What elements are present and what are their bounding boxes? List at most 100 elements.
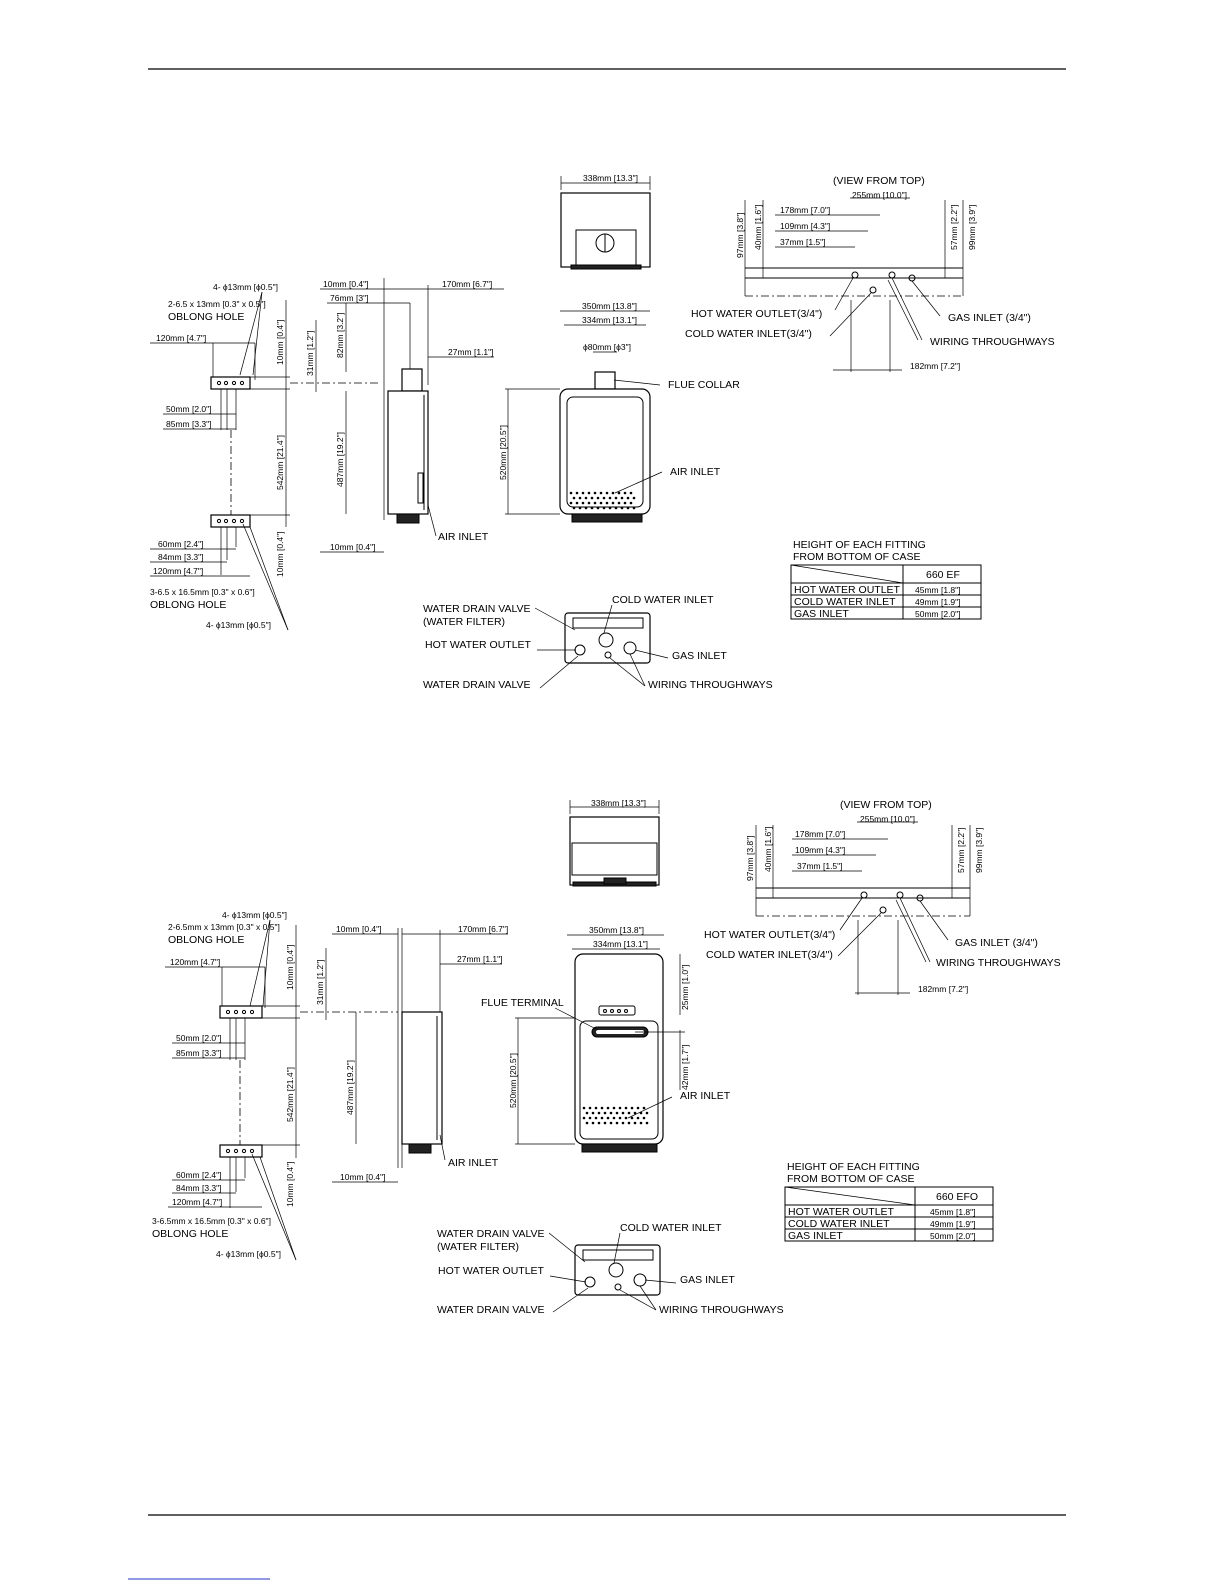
diagram-660-ef: 338mm [13.3"] (VIEW FROM TOP) 255mm [10.… bbox=[150, 173, 1055, 691]
side-dim-170: 170mm [6.7"] bbox=[458, 924, 508, 934]
vent-hole bbox=[615, 1111, 619, 1115]
dim-109: 109mm [4.3"] bbox=[780, 221, 830, 231]
bottom-hot-outlet-label: HOT WATER OUTLET bbox=[425, 639, 532, 651]
table-title-line1: HEIGHT OF EACH FITTING bbox=[787, 1161, 920, 1173]
table-title-line1: HEIGHT OF EACH FITTING bbox=[793, 539, 926, 551]
table-title-line2: FROM BOTTOM OF CASE bbox=[787, 1173, 915, 1185]
vent-hole bbox=[605, 491, 609, 495]
side-dim-31: 31mm [1.2"] bbox=[305, 330, 315, 376]
dim-40: 40mm [1.6"] bbox=[753, 204, 763, 250]
vent-hole bbox=[591, 1121, 595, 1125]
bracket-dim-120-top: 120mm [4.7"] bbox=[170, 957, 220, 967]
dim-255: 255mm [10.0"] bbox=[852, 190, 907, 200]
table-row-hot-value: 45mm [1.8"] bbox=[930, 1207, 976, 1217]
bottom-gas-inlet-label: GAS INLET bbox=[680, 1274, 735, 1286]
vent-hole bbox=[575, 491, 579, 495]
vent-hole bbox=[597, 1111, 601, 1115]
unit-top-view: 338mm [13.3"] bbox=[560, 173, 651, 270]
table-row-cold-value: 49mm [1.9"] bbox=[930, 1219, 976, 1229]
vent-hole bbox=[609, 1111, 613, 1115]
dim-97: 97mm [3.8"] bbox=[735, 212, 745, 258]
vent-hole bbox=[630, 1116, 634, 1120]
bottom-gas-inlet-label: GAS INLET bbox=[672, 650, 727, 662]
vent-hole bbox=[614, 496, 618, 500]
side-dim-31: 31mm [1.2"] bbox=[315, 959, 325, 1005]
dim-178: 178mm [7.0"] bbox=[780, 205, 830, 215]
vent-hole bbox=[581, 491, 585, 495]
dim-57: 57mm [2.2"] bbox=[949, 204, 959, 250]
vent-hole bbox=[611, 491, 615, 495]
vent-hole bbox=[620, 496, 624, 500]
side-dim-10-bot: 10mm [0.4"] bbox=[330, 542, 376, 552]
vent-hole bbox=[585, 1121, 589, 1125]
bracket-dim-60: 60mm [2.4"] bbox=[158, 539, 204, 549]
dim-182: 182mm [7.2"] bbox=[910, 361, 960, 371]
vent-hole bbox=[617, 501, 621, 505]
view-from-top-label: (VIEW FROM TOP) bbox=[840, 799, 932, 811]
dim-57: 57mm [2.2"] bbox=[956, 827, 966, 873]
table-row-gas-name: GAS INLET bbox=[788, 1230, 843, 1242]
vent-hole bbox=[614, 506, 618, 510]
side-dim-10-bot: 10mm [0.4"] bbox=[340, 1172, 386, 1182]
vent-hole bbox=[582, 1116, 586, 1120]
bracket-dim-120-bot: 120mm [4.7"] bbox=[172, 1197, 222, 1207]
side-dim-27: 27mm [1.1"] bbox=[457, 954, 503, 964]
front-dim-520: 520mm [20.5"] bbox=[498, 425, 508, 480]
bracket-oblong-hole-bot: OBLONG HOLE bbox=[152, 1228, 228, 1240]
view-from-top-label: (VIEW FROM TOP) bbox=[833, 175, 925, 187]
bracket-dim-10-bot: 10mm [0.4"] bbox=[275, 531, 285, 577]
vent-hole bbox=[618, 1106, 622, 1110]
dim-255: 255mm [10.0"] bbox=[860, 814, 915, 824]
top-hot-outlet-label: HOT WATER OUTLET(3/4") bbox=[704, 929, 835, 941]
bottom-cold-inlet-label: COLD WATER INLET bbox=[620, 1222, 722, 1234]
bracket-oblong-top: 2-6.5 x 13mm [0.3" x 0.5"] bbox=[168, 299, 266, 309]
vent-hole bbox=[606, 1116, 610, 1120]
side-dim-82: 82mm [3.2"] bbox=[335, 312, 345, 358]
vent-hole bbox=[588, 1106, 592, 1110]
table-model: 660 EFO bbox=[936, 1191, 978, 1203]
side-dim-27: 27mm [1.1"] bbox=[448, 347, 494, 357]
top-gas-inlet-label: GAS INLET (3/4") bbox=[955, 937, 1038, 949]
bracket-dim-85: 85mm [3.3"] bbox=[166, 419, 212, 429]
vent-hole bbox=[606, 1106, 610, 1110]
bracket-dim-84: 84mm [3.3"] bbox=[176, 1183, 222, 1193]
unit-front-view: 350mm [13.8"] 334mm [13.1"] FLUE TERMINA… bbox=[481, 925, 731, 1153]
vent-hole bbox=[596, 506, 600, 510]
vent-hole bbox=[611, 501, 615, 505]
bracket-oblong-hole-top: OBLONG HOLE bbox=[168, 311, 244, 323]
piping-top-view: (VIEW FROM TOP) 255mm [10.0"] 178mm [7.0… bbox=[685, 175, 1055, 372]
vent-hole bbox=[621, 1111, 625, 1115]
bracket-dim-84: 84mm [3.3"] bbox=[158, 552, 204, 562]
vent-hole bbox=[575, 501, 579, 505]
vent-hole bbox=[569, 501, 573, 505]
side-dim-10-top: 10mm [0.4"] bbox=[323, 279, 369, 289]
vent-hole bbox=[624, 1116, 628, 1120]
dim-178: 178mm [7.0"] bbox=[795, 829, 845, 839]
vent-hole bbox=[597, 1121, 601, 1125]
vent-hole bbox=[627, 1111, 631, 1115]
vent-hole bbox=[642, 1116, 646, 1120]
side-air-inlet-label: AIR INLET bbox=[438, 531, 489, 543]
vent-hole bbox=[623, 491, 627, 495]
front-flue-collar-label: FLUE COLLAR bbox=[668, 379, 740, 391]
bracket-dim-10-top: 10mm [0.4"] bbox=[275, 319, 285, 365]
table-row-cold-value: 49mm [1.9"] bbox=[915, 597, 961, 607]
front-dim-80: ϕ80mm [ϕ3"] bbox=[583, 342, 631, 352]
side-air-inlet-label: AIR INLET bbox=[448, 1157, 499, 1169]
piping-top-view: (VIEW FROM TOP) 255mm [10.0"] 178mm [7.0… bbox=[704, 799, 1061, 995]
vent-hole bbox=[578, 506, 582, 510]
diagram-660-efo: 338mm [13.3"] (VIEW FROM TOP) 255mm [10.… bbox=[152, 798, 1061, 1316]
vent-hole bbox=[624, 1106, 628, 1110]
bracket-dim-542: 542mm [21.4"] bbox=[285, 1067, 295, 1122]
vent-hole bbox=[633, 1121, 637, 1125]
dim-182: 182mm [7.2"] bbox=[918, 984, 968, 994]
vent-hole bbox=[627, 1121, 631, 1125]
air-inlet-grille bbox=[569, 491, 636, 510]
vent-hole bbox=[581, 501, 585, 505]
vent-hole bbox=[593, 501, 597, 505]
table-row-cold-name: COLD WATER INLET bbox=[794, 596, 896, 608]
vent-hole bbox=[588, 1116, 592, 1120]
table-row-gas-value: 50mm [2.0"] bbox=[930, 1231, 976, 1241]
vent-hole bbox=[612, 1116, 616, 1120]
side-dim-487: 487mm [19.2"] bbox=[335, 432, 345, 487]
